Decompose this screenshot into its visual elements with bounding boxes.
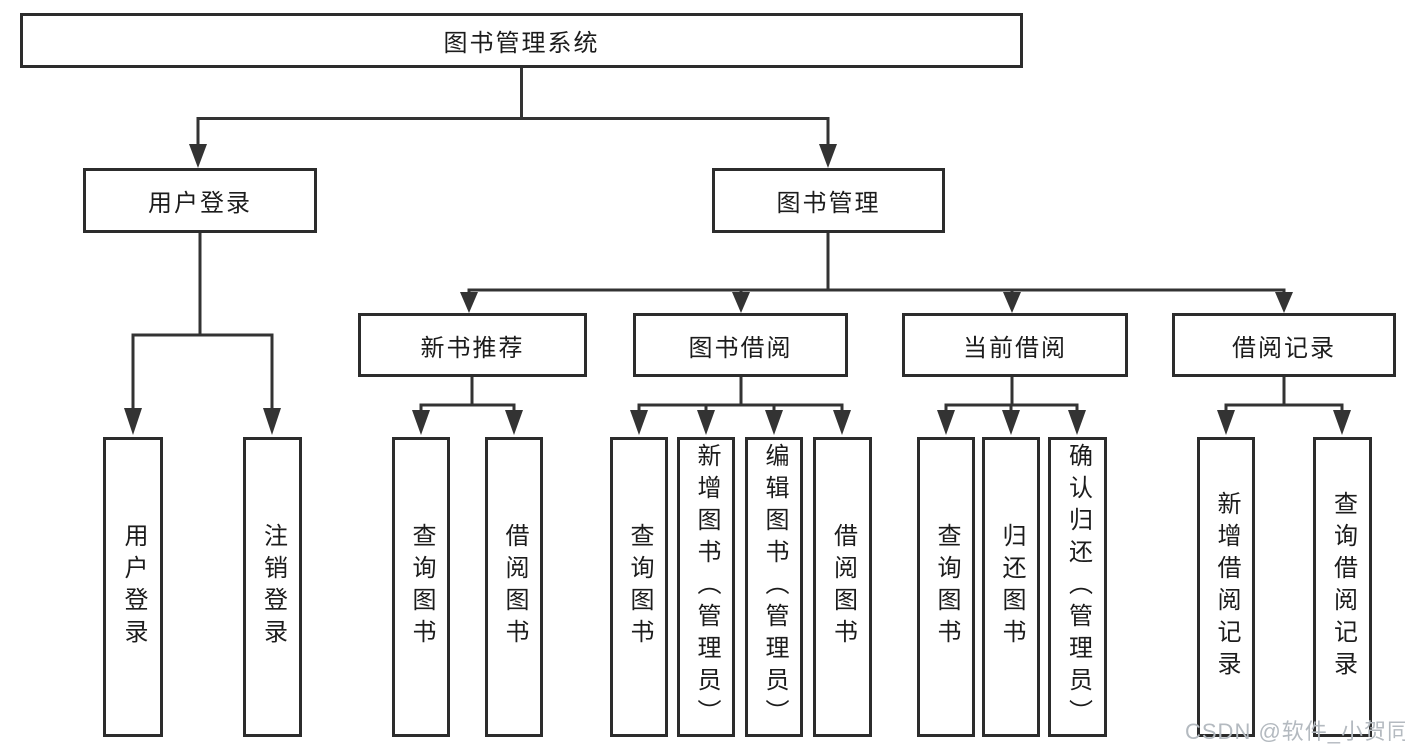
leaf-label: 编辑图书（管理员） bbox=[761, 443, 788, 731]
leaf-label: 新增借阅记录 bbox=[1213, 491, 1240, 683]
leaf-return-books: 归还图书 bbox=[982, 437, 1040, 737]
leaf-query-books: 查询图书 bbox=[917, 437, 975, 737]
leaf-label: 用户登录 bbox=[120, 523, 147, 651]
leaf-label: 查询图书 bbox=[408, 523, 435, 651]
node-label: 借阅记录 bbox=[1232, 334, 1336, 362]
leaf-add-books-admin: 新增图书（管理员） bbox=[677, 437, 735, 737]
leaf-label: 借阅图书 bbox=[829, 523, 857, 651]
leaf-label: 查询图书 bbox=[933, 523, 960, 651]
node-label: 用户登录 bbox=[148, 190, 252, 217]
node-user-login: 用户登录 bbox=[83, 168, 317, 233]
leaf-label: 借阅图书 bbox=[501, 523, 528, 651]
node-label: 新书推荐 bbox=[420, 334, 525, 362]
leaf-logout: 注销登录 bbox=[243, 437, 302, 737]
leaf-confirm-return-admin: 确认归还（管理员） bbox=[1048, 437, 1107, 737]
node-label: 图书管理系统 bbox=[443, 30, 600, 57]
leaf-edit-books-admin: 编辑图书（管理员） bbox=[745, 437, 803, 737]
leaf-label: 查询借阅记录 bbox=[1329, 491, 1357, 683]
node-label: 当前借阅 bbox=[963, 334, 1067, 362]
leaf-label: 新增图书（管理员） bbox=[693, 443, 720, 731]
leaf-query-books: 查询图书 bbox=[392, 437, 450, 737]
node-label: 图书借阅 bbox=[688, 334, 793, 362]
leaf-label: 查询图书 bbox=[626, 523, 653, 651]
node-current-borrowing: 当前借阅 bbox=[902, 313, 1128, 377]
node-root-library-system: 图书管理系统 bbox=[20, 13, 1023, 68]
leaf-add-borrow-record: 新增借阅记录 bbox=[1197, 437, 1255, 737]
leaf-query-borrow-record: 查询借阅记录 bbox=[1313, 437, 1372, 737]
node-book-management: 图书管理 bbox=[712, 168, 945, 233]
leaf-user-login: 用户登录 bbox=[103, 437, 163, 737]
node-new-book-recommendation: 新书推荐 bbox=[358, 313, 587, 377]
node-book-borrowing: 图书借阅 bbox=[633, 313, 848, 377]
node-label: 图书管理 bbox=[776, 190, 881, 217]
watermark: CSDN @软件_小贺同学 bbox=[1185, 719, 1405, 744]
leaf-borrow-books: 借阅图书 bbox=[813, 437, 872, 737]
leaf-borrow-books: 借阅图书 bbox=[485, 437, 543, 737]
leaf-query-books: 查询图书 bbox=[610, 437, 668, 737]
leaf-label: 归还图书 bbox=[998, 523, 1025, 651]
leaf-label: 注销登录 bbox=[259, 523, 287, 651]
leaf-label: 确认归还（管理员） bbox=[1064, 443, 1092, 731]
node-borrowing-records: 借阅记录 bbox=[1172, 313, 1396, 377]
